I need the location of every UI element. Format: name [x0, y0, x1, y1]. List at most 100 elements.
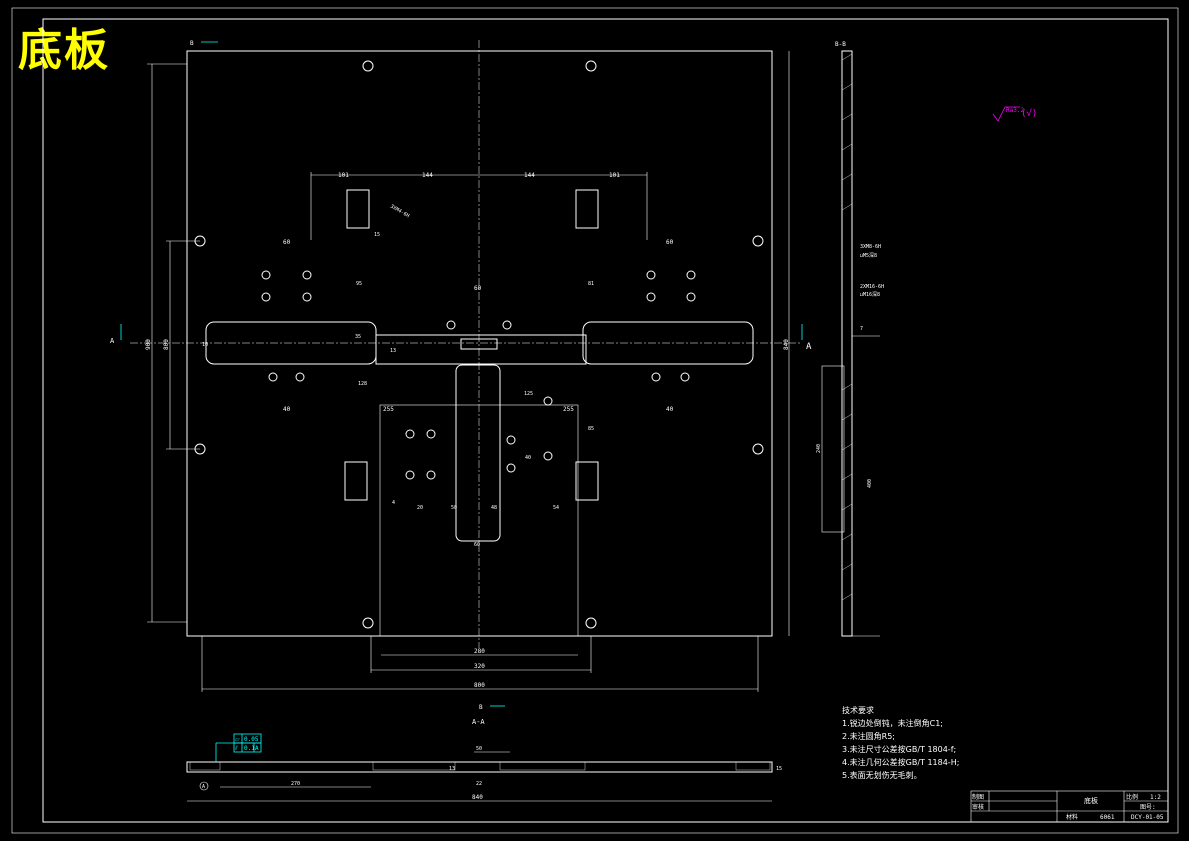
tb-scale-val: 1:2: [1150, 794, 1161, 801]
tol-1-symbol: ⏥: [235, 736, 240, 743]
cut-label-a-left: A: [110, 337, 115, 345]
dim-height-inner: 800: [163, 339, 170, 350]
dim-top-2: 144: [422, 172, 433, 179]
side-dim-240: 240: [816, 444, 822, 453]
dim-10: 10: [202, 342, 208, 348]
sheet-outer-border: [11, 7, 1179, 834]
dim-40-right: 40: [666, 406, 674, 413]
callout-side-1: 3XM8-6H: [860, 244, 881, 250]
right-slot: [582, 321, 754, 365]
dim-width-280: 280: [474, 648, 485, 655]
mount-hole: [585, 60, 597, 72]
side-body: [841, 50, 853, 637]
tol-2-value: 0.1: [244, 745, 255, 752]
dim-4: 4: [392, 500, 395, 506]
dim-125: 125: [524, 391, 533, 397]
dim-40-left: 40: [283, 406, 291, 413]
notes-heading: 技术要求: [842, 706, 874, 715]
tolerance-frame: ⏥ 0.05 ⫽ 0.1 A: [215, 733, 262, 762]
sec-dim-13: 13: [449, 766, 455, 772]
dim-128: 128: [358, 381, 367, 387]
section-body: [186, 761, 773, 773]
sec-dim-22: 22: [476, 781, 482, 787]
callout-side-1b: ⊔M5深8: [860, 252, 877, 259]
cut-label-b-bottom: B: [479, 704, 483, 711]
dim-48: 48: [491, 505, 497, 511]
roughness-rest: (√): [1021, 108, 1037, 119]
tb-part: 底板: [1084, 796, 1098, 805]
dim-top-3: 144: [524, 172, 535, 179]
cut-label-b-top: B: [190, 40, 194, 47]
drawing-title: 底板: [18, 25, 110, 76]
note-item: 2.未注圆角R5;: [842, 732, 895, 741]
dim-255-left: 255: [383, 406, 394, 413]
callout-side-2: 2XM16-6H: [860, 284, 884, 290]
dim-81: 81: [588, 281, 594, 287]
dim-40: 40: [525, 455, 531, 461]
dim-60-bottom: 60: [474, 542, 480, 548]
inner-frame: [379, 404, 579, 637]
pad: [344, 461, 368, 501]
side-step: [821, 365, 845, 533]
tb-scale-label: 比例: [1126, 793, 1138, 801]
section-bb-label: B-B: [835, 41, 846, 48]
pad: [575, 461, 599, 501]
callout-side-2b: ⊔M16深8: [860, 291, 880, 298]
callout-top-left: 3XM4-6H: [389, 204, 410, 220]
sec-dim-15: 15: [776, 766, 782, 772]
roughness-symbol: Ra3.2 (√): [992, 106, 1037, 122]
dim-top-4: 101: [609, 172, 620, 179]
sec-dim-270: 270: [291, 781, 300, 787]
pad: [575, 189, 599, 229]
dim-13: 13: [390, 348, 396, 354]
note-item: 1.锐边处倒钝，未注倒角C1;: [842, 719, 944, 728]
dim-95: 95: [356, 281, 362, 287]
section-aa-view: ⏥ 0.05 ⫽ 0.1 A A 50 22 270 840 15 13: [186, 733, 782, 802]
mount-hole: [752, 235, 764, 247]
tol-2-symbol: ⫽: [234, 745, 238, 752]
mount-hole: [362, 60, 374, 72]
cut-label-a-right: A: [806, 342, 812, 352]
sheet-inner-border: [42, 18, 1169, 823]
dim-width-800: 800: [474, 682, 485, 689]
dim-60-center: 60: [474, 285, 482, 292]
datum-label: A: [202, 784, 205, 790]
tb-check: 审核: [972, 803, 984, 811]
dim-85: 85: [588, 426, 594, 432]
note-item: 4.未注几何公差按GB/T 1184-H;: [842, 758, 960, 767]
title-block: 制图 审核 底板 材料 6061 比例 1:2 图号: DCY-01-05: [970, 790, 1169, 823]
pad: [346, 189, 370, 229]
dim-15: 15: [374, 232, 380, 238]
dim-20: 20: [417, 505, 423, 511]
mount-hole-group: [194, 60, 764, 629]
dim-50: 50: [451, 505, 457, 511]
roughness-value: Ra3.2: [1006, 107, 1024, 114]
dim-255-right: 255: [563, 406, 574, 413]
section-aa-label: A-A: [472, 718, 485, 726]
tb-dwg-label: 图号:: [1140, 804, 1156, 811]
side-dim-400: 400: [867, 479, 873, 488]
center-slot: [455, 364, 501, 542]
dim-height-outer: 900: [145, 339, 152, 350]
dim-60-right: 60: [666, 239, 674, 246]
tb-material: 材料: [1066, 813, 1078, 821]
dim-height-right: 840: [783, 339, 790, 350]
tb-material-val: 6061: [1100, 814, 1115, 821]
mount-hole: [752, 443, 764, 455]
mount-hole: [585, 617, 597, 629]
note-item: 5.表面无划伤无毛刺。: [842, 771, 922, 780]
dim-54: 54: [553, 505, 559, 511]
tb-drawn: 制图: [972, 793, 984, 801]
center-key: [460, 338, 498, 350]
dim-35: 35: [355, 334, 361, 340]
plan-view: 101 144 144 101 900 800 840 280 320 800 …: [110, 40, 812, 726]
sec-dim-840: 840: [472, 794, 483, 801]
tol-2-ref: A: [255, 745, 259, 752]
dimension-lines: [147, 51, 790, 692]
center-pocket: [375, 334, 587, 365]
dim-60-left: 60: [283, 239, 291, 246]
mount-hole: [362, 617, 374, 629]
sec-dim-50: 50: [476, 746, 482, 752]
thread-holes: [261, 270, 696, 480]
